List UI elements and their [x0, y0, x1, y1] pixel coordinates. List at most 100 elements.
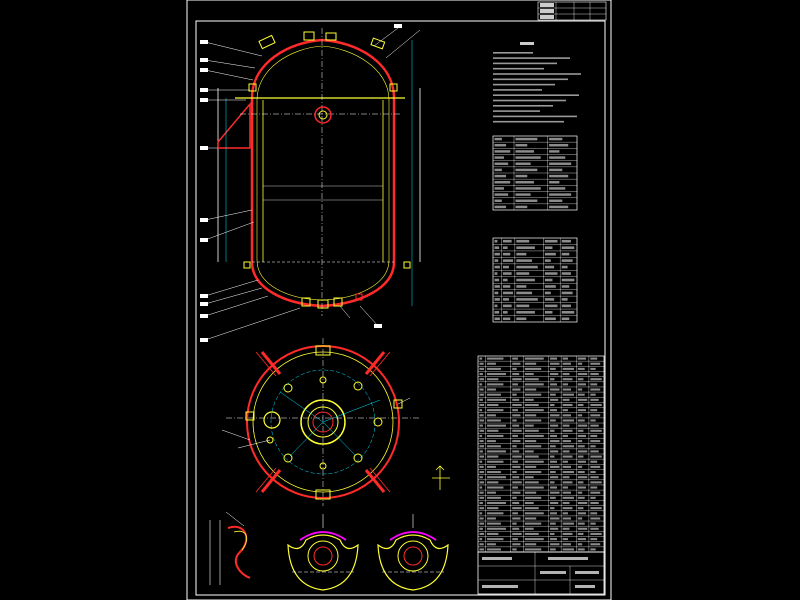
nozzle-cell-text: [561, 259, 573, 262]
parts-cell-text: [562, 522, 574, 525]
parts-cell-text: [512, 532, 522, 535]
parts-cell-text: [524, 481, 539, 484]
parts-cell-text: [524, 434, 544, 437]
parts-cell-text: [512, 507, 522, 510]
parts-cell-text: [550, 501, 559, 505]
nozzle-cell-text: [516, 246, 535, 249]
parts-cell-text: [590, 481, 602, 484]
parts-cell-text: [590, 491, 601, 494]
parts-cell-text: [479, 378, 485, 381]
design-cell-text: [515, 205, 528, 209]
parts-cell-text: [550, 512, 557, 515]
parts-cell-text: [524, 357, 544, 360]
parts-cell-text: [524, 367, 542, 370]
parts-cell-text: [479, 496, 485, 499]
parts-cell-text: [479, 538, 483, 541]
top-nozzle-3: [325, 32, 337, 41]
parts-cell-text: [562, 471, 574, 474]
parts-cell-text: [550, 460, 557, 463]
parts-cell-text: [524, 548, 542, 551]
parts-cell-text: [524, 496, 542, 499]
parts-cell-text: [512, 548, 517, 551]
bottom-nozzle-1: [301, 297, 311, 307]
leader-tags: [200, 24, 402, 342]
detail-view-1: [209, 511, 251, 585]
parts-cell-text: [550, 419, 556, 422]
parts-cell-text: [550, 424, 559, 427]
parts-cell-text: [577, 548, 585, 551]
plan-bottom-nozzle: [315, 489, 331, 500]
parts-cell-text: [479, 393, 485, 396]
right-side-nozzle: [389, 83, 398, 92]
nozzle-cell-text: [544, 278, 553, 282]
nozzle-cell-text: [502, 291, 513, 295]
design-cell-text: [515, 156, 541, 159]
nozzle-cell-text: [494, 246, 500, 249]
parts-cell-text: [524, 409, 544, 412]
parts-cell-text: [487, 367, 501, 370]
parts-cell-text: [562, 445, 574, 448]
parts-cell-text: [512, 367, 517, 370]
parts-cell-text: [479, 548, 485, 551]
parts-cell-text: [590, 378, 602, 381]
parts-cell-text: [487, 543, 496, 546]
parts-cell-text: [562, 388, 571, 391]
nozzle-cell-text: [544, 272, 558, 275]
left-bracket: [217, 101, 251, 149]
parts-cell-text: [512, 471, 517, 474]
parts-cell-text: [550, 398, 559, 401]
parts-cell-text: [487, 388, 496, 391]
parts-cell-text: [550, 476, 559, 479]
note-line: [493, 89, 542, 91]
design-cell-text: [549, 144, 569, 147]
parts-cell-text: [512, 543, 521, 546]
nozzle-cell-text: [502, 311, 508, 314]
design-cell-text: [515, 181, 534, 184]
parts-cell-text: [590, 393, 596, 396]
parts-cell-text: [550, 450, 559, 453]
parts-cell-text: [487, 460, 504, 463]
parts-cell-text: [577, 532, 584, 535]
nozzle-cell-text: [516, 298, 538, 301]
nozzle-cell-text: [516, 311, 535, 314]
parts-cell-text: [512, 409, 518, 412]
parts-cell-text: [524, 455, 539, 458]
parts-cell-text: [590, 367, 596, 370]
parts-cell-text: [550, 486, 557, 489]
parts-cell-text: [590, 357, 598, 360]
nozzle-cell-text: [516, 304, 530, 308]
parts-cell-text: [550, 445, 556, 448]
design-cell-text: [494, 193, 509, 196]
nozzle-cell-text: [494, 278, 500, 282]
parts-cell-text: [562, 393, 574, 396]
parts-cell-text: [562, 440, 571, 443]
note-line: [493, 110, 540, 112]
parts-cell-text: [512, 496, 517, 499]
parts-cell-text: [562, 532, 573, 535]
parts-cell-text: [524, 373, 534, 376]
nozzle-cell-text: [516, 239, 530, 243]
parts-cell-text: [550, 357, 557, 360]
parts-cell-text: [577, 373, 588, 376]
parts-cell-text: [577, 471, 585, 474]
nozzle-cell-text: [561, 311, 575, 314]
nozzle-cell-text: [516, 317, 527, 321]
parts-cell-text: [479, 429, 485, 432]
parts-cell-text: [590, 409, 598, 412]
nozzle-border: [492, 237, 578, 323]
design-cell-text: [494, 168, 502, 172]
design-cell-text: [549, 187, 566, 190]
parts-cell-text: [577, 440, 583, 443]
parts-cell-text: [590, 507, 602, 510]
parts-cell-text: [487, 538, 504, 541]
parts-cell-text: [479, 522, 485, 525]
parts-cell-text: [550, 434, 557, 437]
nozzle-cell-text: [544, 259, 551, 262]
parts-cell-text: [590, 465, 601, 468]
parts-cell-text: [479, 491, 484, 494]
nozzle-cell-text: [544, 265, 555, 269]
detail-view-2: [287, 514, 359, 591]
parts-cell-text: [562, 367, 574, 370]
parts-cell-text: [487, 424, 506, 427]
